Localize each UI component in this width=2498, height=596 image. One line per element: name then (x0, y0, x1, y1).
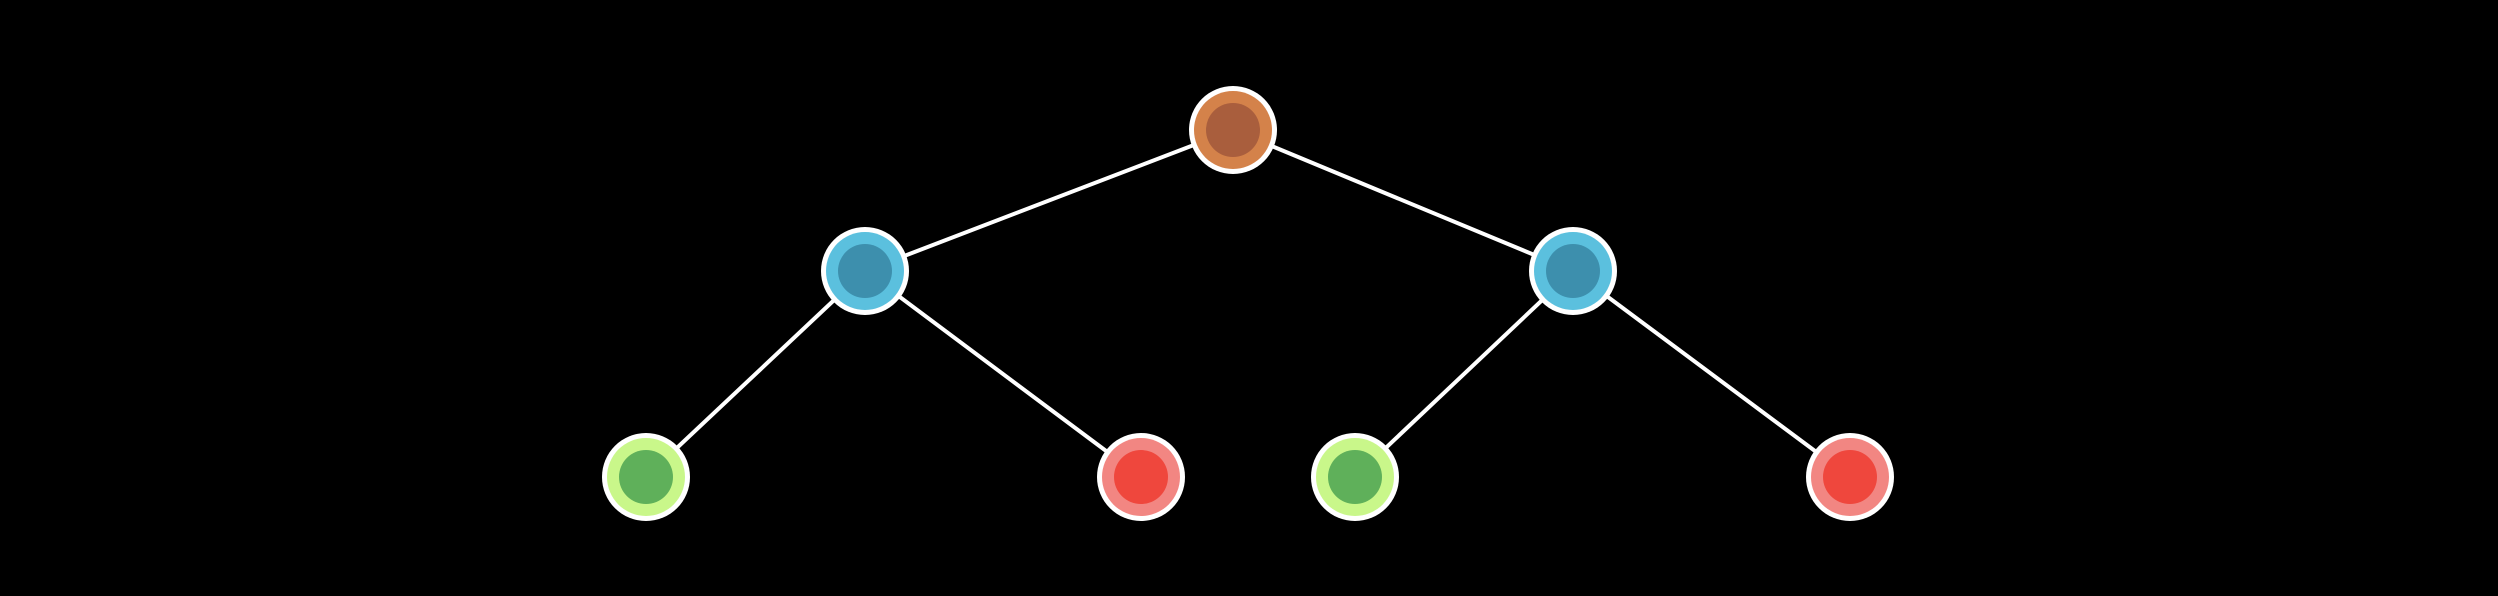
node-right-right-leaf (1806, 433, 1894, 521)
node-left-left-leaf (602, 433, 690, 521)
node-core (1206, 103, 1260, 157)
node-core (1328, 450, 1382, 504)
node-left-right-leaf (1097, 433, 1185, 521)
node-core (1546, 244, 1600, 298)
edge-root-to-right-child (1231, 128, 1575, 273)
node-core (838, 244, 892, 298)
node-core (619, 450, 673, 504)
edge-right-child-to-right-right-leaf (1571, 269, 1852, 479)
node-right-child (1529, 227, 1617, 315)
node-core (1114, 450, 1168, 504)
nodes-layer (602, 86, 1894, 521)
node-core (1823, 450, 1877, 504)
node-left-child (821, 227, 909, 315)
edge-left-child-to-left-left-leaf (644, 269, 867, 479)
edges-layer (644, 128, 1852, 479)
node-root (1189, 86, 1277, 174)
node-right-left-leaf (1311, 433, 1399, 521)
edge-right-child-to-right-left-leaf (1353, 269, 1575, 479)
edge-root-to-left-child (863, 128, 1235, 273)
edge-left-child-to-left-right-leaf (863, 269, 1143, 479)
